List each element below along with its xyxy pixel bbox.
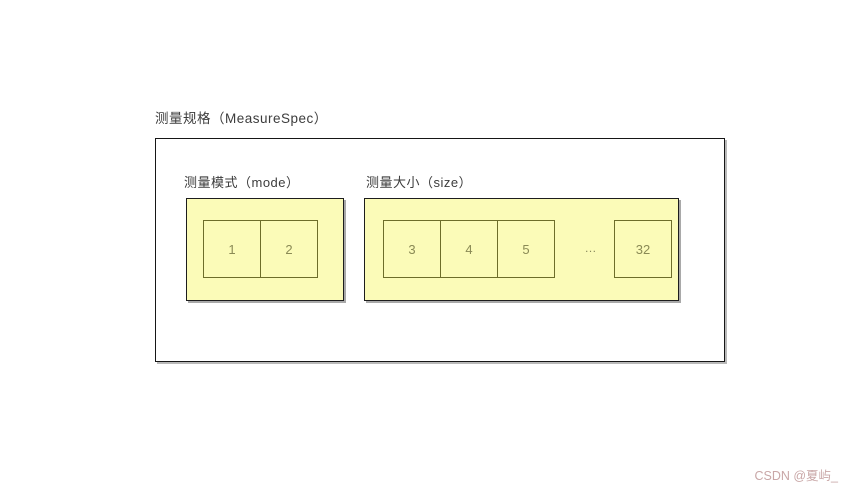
mode-bit-cell: 2 [260,220,318,278]
size-bit-cell: 4 [440,220,498,278]
size-group-label: 测量大小（size） [366,175,473,190]
size-box: 3 4 5 … 32 [364,198,679,301]
mode-group-label: 测量模式（mode） [184,175,300,190]
size-bit-cell: 3 [383,220,441,278]
diagram-title: 测量规格（MeasureSpec） [155,111,328,126]
mode-box: 1 2 [186,198,344,301]
measurespec-box: 测量模式（mode） 1 2 测量大小（size） 3 4 5 … 32 [155,138,725,362]
mode-bit-cell: 1 [203,220,261,278]
size-bit-cell: 5 [497,220,555,278]
size-bit-cell-last: 32 [614,220,672,278]
watermark: CSDN @夏屿_ [754,469,838,483]
ellipsis: … [584,241,598,255]
